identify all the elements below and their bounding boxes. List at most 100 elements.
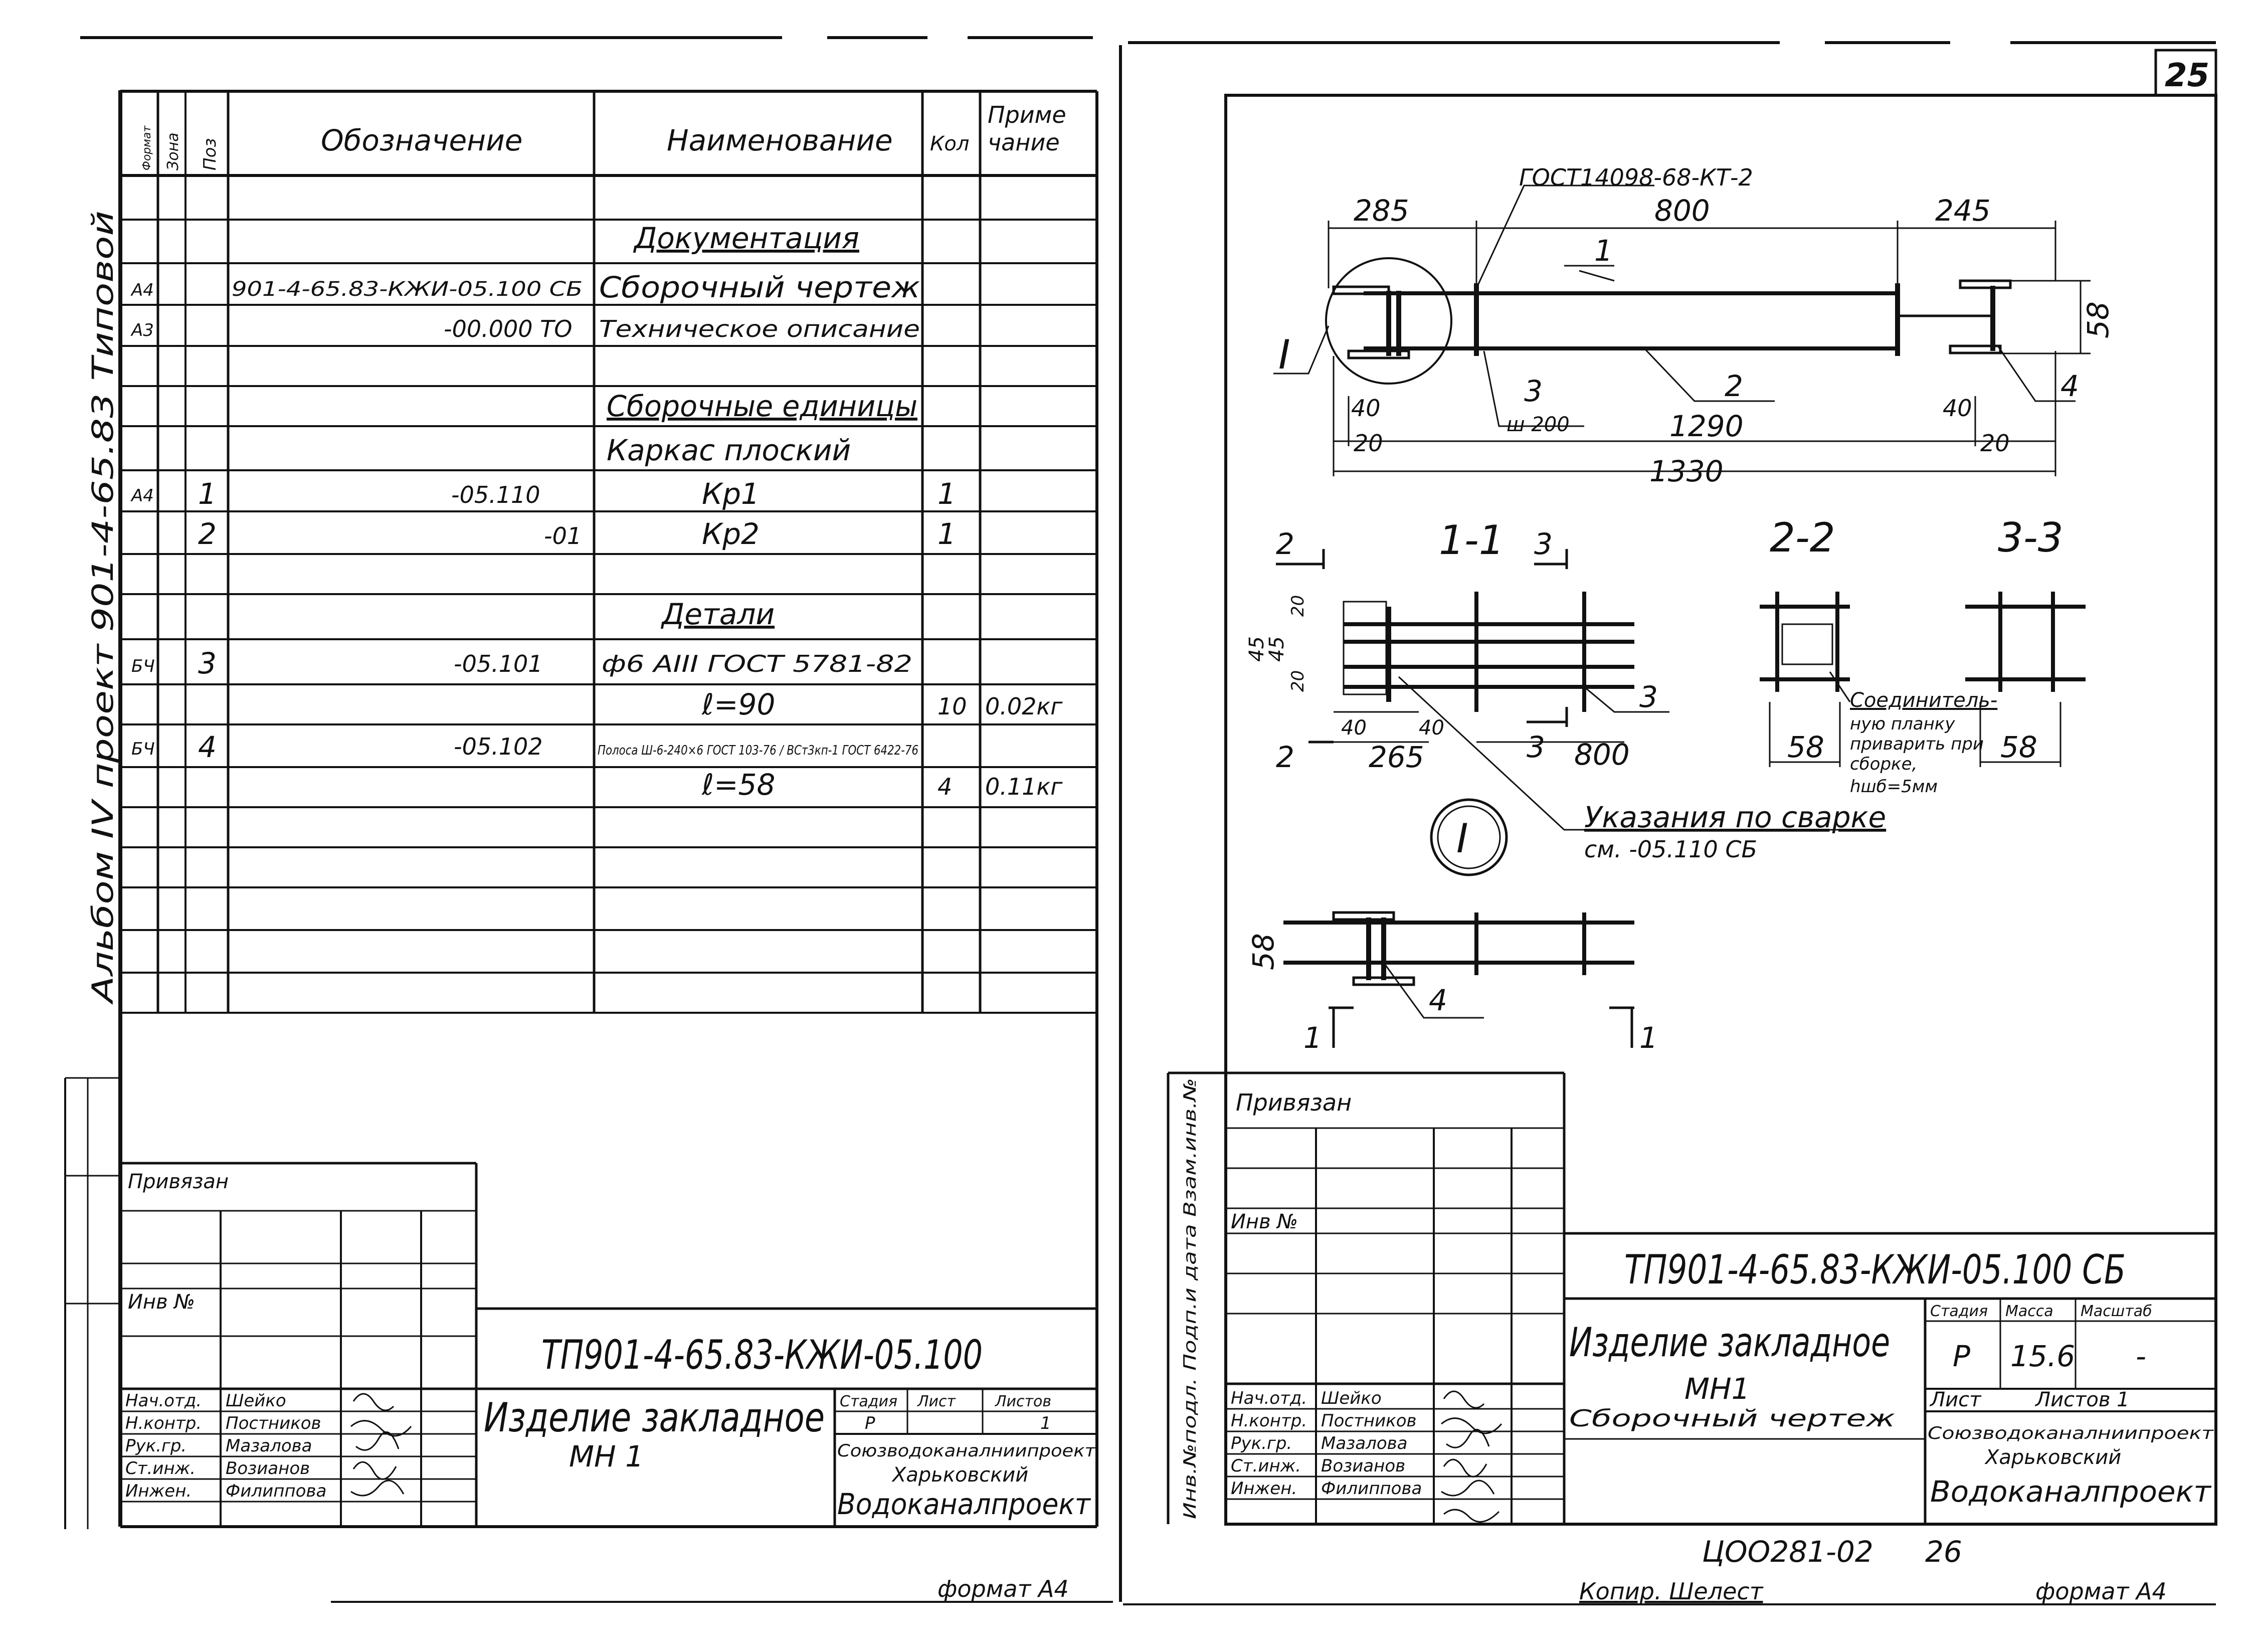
- right-listov-label: Листов 1: [2034, 1388, 2130, 1411]
- conn-note-4: hшб=5мм: [1850, 777, 1938, 797]
- row8-pos: 3: [198, 646, 217, 680]
- left-signer-0-name: Шейко: [226, 1391, 286, 1411]
- row2-designation: -00.000 ТО: [444, 315, 572, 342]
- left-list-label: Лист: [917, 1393, 957, 1410]
- dim-gost: ГОСТ14098-68-КТ-2: [1519, 164, 1753, 191]
- right-masshtab: -: [2136, 1339, 2146, 1373]
- sec-pos-3: 3: [1639, 680, 1658, 714]
- left-signer-2-name: Мазалова: [226, 1436, 312, 1456]
- cut-mark-3-top: 3: [1534, 527, 1553, 561]
- left-signer-1-name: Постников: [226, 1413, 321, 1433]
- hdr-note1: Приме: [988, 101, 1066, 128]
- left-signer-2-role: Рук.гр.: [125, 1436, 186, 1456]
- right-signer-3-name: Возианов: [1321, 1456, 1405, 1476]
- row6-designation: -01: [544, 522, 582, 549]
- cut-mark-1-right: 1: [1639, 1021, 1658, 1055]
- left-listov-label: Листов: [995, 1393, 1051, 1410]
- conn-note-3: сборке,: [1850, 754, 1917, 774]
- sec-40b: 40: [1419, 716, 1444, 740]
- section-3-3: 3-3 58: [1965, 514, 2086, 767]
- main-elevation-view: ГОСТ14098-68-КТ-2 285 800 245 58 40 20 4…: [1273, 164, 2115, 488]
- row11-name: ℓ=58: [701, 768, 775, 802]
- row9-name: ℓ=90: [701, 687, 775, 721]
- detail-roman-mark: I: [1278, 331, 1290, 378]
- row9-note: 0.02кг: [985, 693, 1063, 720]
- kopir-label: Копир. Шелест: [1579, 1578, 1764, 1605]
- right-list-label: Лист: [1929, 1388, 1982, 1411]
- right-signer-1-name: Постников: [1321, 1411, 1417, 1431]
- left-signer-4-role: Инжен.: [125, 1481, 192, 1501]
- right-massa: 15.6: [2010, 1339, 2075, 1373]
- row1-format: А4: [130, 280, 154, 300]
- cut-mark-3-bottom: 3: [1527, 730, 1545, 764]
- row11-note: 0.11кг: [985, 773, 1063, 800]
- hdr-designation: Обозначение: [321, 123, 522, 157]
- row5-qty: 1: [937, 477, 956, 511]
- sec-45b: 45: [1265, 636, 1288, 662]
- section-1-1: 1-1 2 3 45 45 20 20 40 40 265 800 2 3 3: [1245, 517, 1865, 831]
- section-title-2-2: 2-2: [1770, 514, 1835, 561]
- left-listov: 1: [1040, 1413, 1051, 1433]
- right-signer-1-role: Н.контр.: [1231, 1411, 1307, 1431]
- sec-58a: 58: [1787, 730, 1824, 764]
- right-side-labels: Инв.№подл. Подп.и дата Взам.инв.№: [1180, 1078, 1200, 1519]
- weld-note: Указания по сварке: [1584, 800, 1886, 834]
- left-signer-3-name: Возианов: [226, 1458, 310, 1479]
- right-privyazan: Привязан: [1236, 1089, 1352, 1116]
- detail-circle-I: [1430, 798, 1508, 876]
- left-title-code: ТП901-4-65.83-КЖИ-05.100: [541, 1332, 983, 1378]
- row5-pos: 1: [198, 477, 217, 511]
- right-org1: Союзводоканалниипроект: [1928, 1423, 2214, 1443]
- left-org3: Водоканалпроект: [837, 1487, 1091, 1521]
- right-stadia: Р: [1953, 1339, 1970, 1373]
- bottom-pos-4: 4: [1429, 983, 1447, 1017]
- detail-I-label: I: [1456, 815, 1468, 862]
- right-org2: Харьковский: [1984, 1446, 2121, 1469]
- connector-note: Соединитель- ную планку приварить при сб…: [1829, 671, 1997, 797]
- conn-note-2: приварить при: [1850, 734, 1984, 754]
- dim-58: 58: [2081, 301, 2115, 338]
- right-signer-4-role: Инжен.: [1231, 1479, 1297, 1499]
- dim-40b: 40: [1943, 395, 1972, 422]
- row6-qty: 1: [937, 517, 956, 551]
- row-asm-section: Сборочные единицы: [607, 389, 917, 423]
- bottom-58: 58: [1246, 933, 1280, 970]
- section-2-2: 2-2 58: [1760, 514, 1850, 767]
- left-signatures: [350, 1393, 412, 1497]
- left-signer-3-role: Ст.инж.: [125, 1458, 196, 1479]
- right-signer-0-role: Нач.отд.: [1231, 1388, 1307, 1408]
- cut-mark-1-left: 1: [1303, 1021, 1322, 1055]
- left-stadia-label: Стадия: [840, 1393, 897, 1410]
- right-sheet: 25: [1123, 41, 2217, 1605]
- dim-245: 245: [1935, 194, 1991, 228]
- hdr-note2: чание: [988, 129, 1060, 156]
- right-inv: Инв №: [1231, 1210, 1298, 1233]
- right-title-block: Привязан Инв № Инв.№подл. Подп.и дата Вз…: [1167, 1071, 2216, 1524]
- left-title-name2: МН 1: [569, 1439, 644, 1474]
- conn-note-1: ную планку: [1850, 714, 1955, 734]
- right-massa-label: Масса: [2005, 1303, 2053, 1320]
- sec-20a: 20: [1288, 595, 1308, 617]
- row9-qty: 10: [937, 693, 967, 720]
- conn-note-0: Соединитель-: [1850, 689, 1997, 712]
- sec-45a: 45: [1245, 636, 1268, 662]
- row-parts-section: Детали: [660, 597, 775, 631]
- section-title-3-3: 3-3: [1998, 514, 2063, 561]
- right-signer-2-name: Мазалова: [1321, 1433, 1408, 1453]
- row1-designation: 901-4-65.83-КЖИ-05.100 СБ: [232, 278, 583, 301]
- left-sheet: Формат Зона Поз Обозначение Наименование…: [64, 36, 1122, 1603]
- bottom-code: ЦОО281-02: [1702, 1535, 1873, 1569]
- sec-40a: 40: [1341, 716, 1367, 740]
- right-title-code: ТП901-4-65.83-КЖИ-05.100 СБ: [1624, 1246, 2126, 1293]
- row11-qty: 4: [937, 773, 952, 800]
- row10-pos: 4: [198, 730, 217, 764]
- right-signer-2-role: Рук.гр.: [1231, 1433, 1292, 1453]
- left-stadia: Р: [865, 1413, 875, 1433]
- bottom-num: 26: [1925, 1535, 1962, 1569]
- hdr-name: Наименование: [667, 123, 893, 157]
- weld-ref: см. -05.110 СБ: [1584, 836, 1757, 863]
- hdr-zone: Зона: [164, 132, 182, 170]
- row5-name: Кр1: [702, 477, 760, 511]
- left-signer-1-role: Н.контр.: [125, 1413, 202, 1433]
